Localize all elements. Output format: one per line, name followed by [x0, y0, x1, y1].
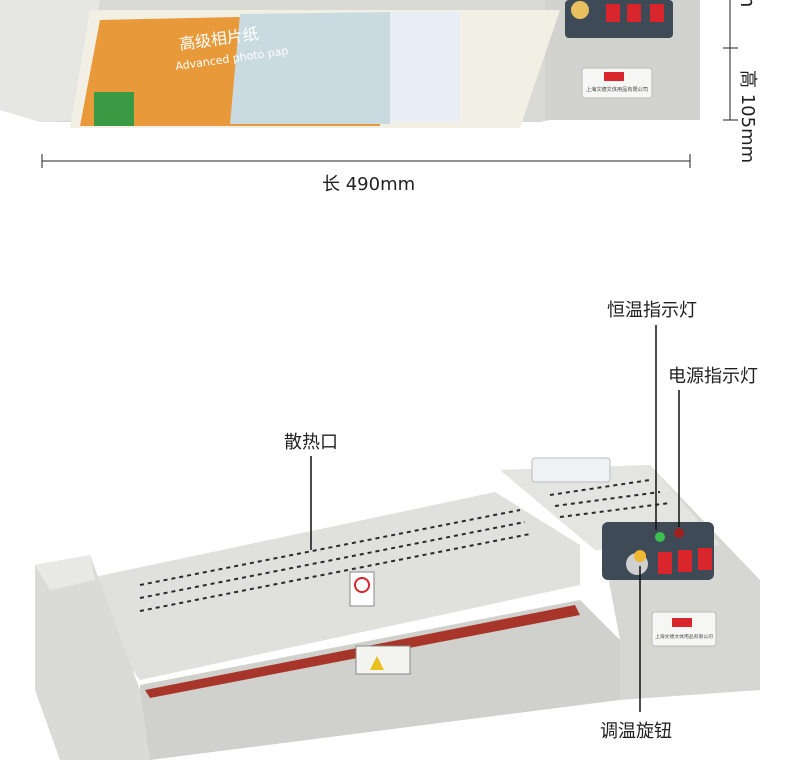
switch-icon	[698, 548, 712, 570]
length-dimension-label: 长 490mm	[322, 174, 416, 195]
switch-icon	[606, 4, 620, 22]
bottom-laminator: 上海文德文体用品有限公司	[35, 457, 760, 760]
dimension-lines	[41, 0, 738, 168]
callout-vent: 散热口	[284, 432, 338, 453]
callout-temp-knob: 调温旋钮	[600, 721, 672, 742]
switch-icon	[650, 4, 664, 22]
cut-dimension-label: m	[736, 0, 760, 7]
callout-lines	[310, 325, 680, 712]
company-plate-text: 上海文德文体用品有限公司	[586, 86, 648, 93]
company-plate	[581, 67, 653, 99]
company-plate-text: 上海文德文体用品有限公司	[655, 633, 713, 640]
brand-logo	[94, 92, 134, 126]
company-plate	[651, 611, 717, 647]
top-laminator: 上海文德文体用品有限公司 高级相片纸 Advanced photo pap	[0, 0, 700, 128]
power-light-icon	[674, 528, 684, 538]
callout-thermostat-light: 恒温指示灯	[607, 300, 697, 321]
caution-label	[355, 645, 411, 675]
switch-icon	[627, 4, 641, 22]
switch-icon	[658, 552, 672, 574]
vent-slots	[139, 479, 671, 612]
switch-icon	[678, 550, 692, 572]
callout-power-light: 电源指示灯	[668, 366, 758, 387]
height-dimension-label: 高 105mm	[737, 70, 758, 164]
thermostat-light-icon	[655, 532, 665, 542]
